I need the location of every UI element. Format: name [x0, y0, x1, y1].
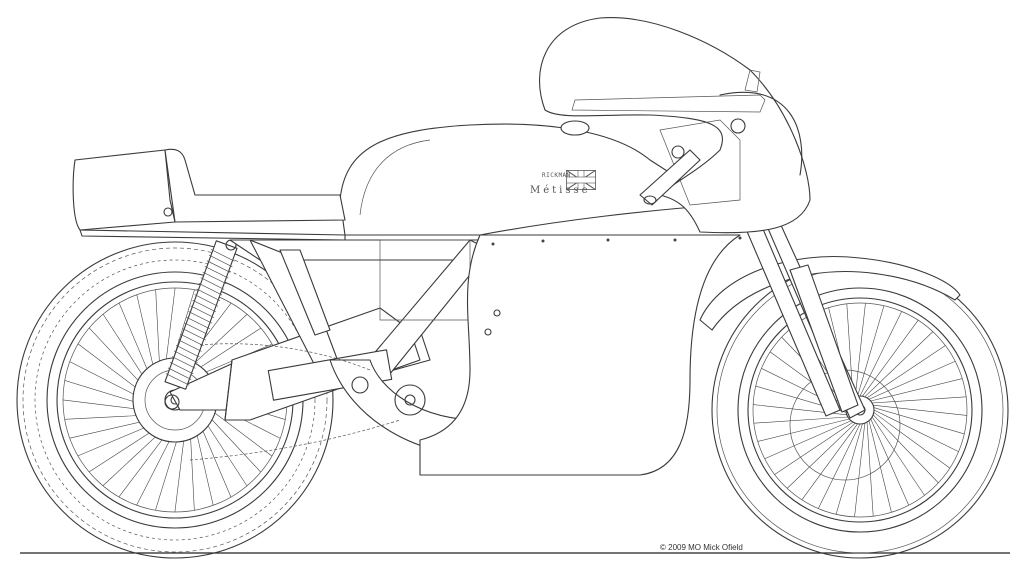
front-mudguard [699, 256, 961, 331]
screen-trim [571, 94, 766, 113]
rear-shock [164, 239, 238, 390]
copyright-credit: © 2009 MO Mick Ofield [660, 543, 743, 552]
union-jack-flag-icon [566, 170, 596, 190]
upper-fairing [538, 17, 811, 234]
fuel-cap [560, 120, 590, 136]
clip-on-handlebar [639, 149, 701, 206]
seat [164, 148, 346, 223]
seat-tail [72, 149, 176, 231]
tank-badge-model: Métisse [530, 185, 591, 196]
tank-badge-maker: RICKMAN [542, 172, 571, 179]
cockpit [659, 119, 741, 206]
fuel-tank [339, 123, 721, 236]
lower-fairing [419, 234, 741, 476]
